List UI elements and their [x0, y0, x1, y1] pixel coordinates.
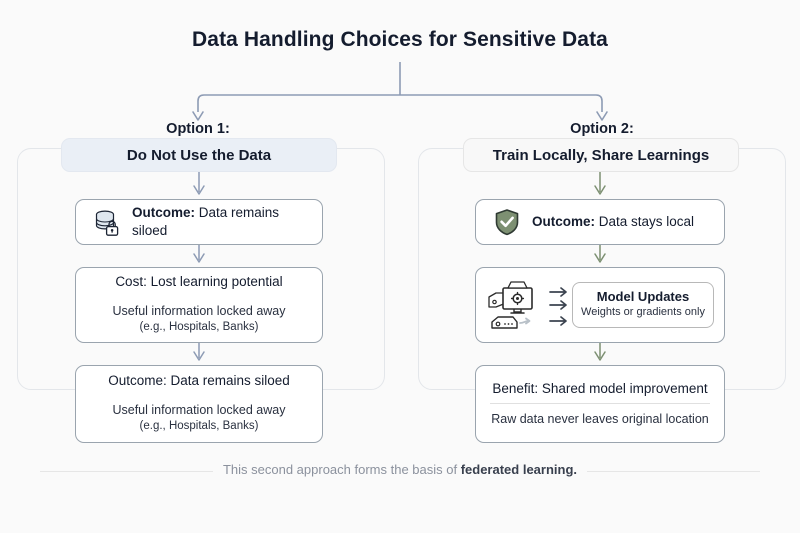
outcome2-detail-bold: Useful	[112, 403, 148, 418]
outcome-value-2: Data stays local	[595, 214, 695, 230]
footer-note: This second approach forms the basis of …	[0, 462, 800, 477]
footer-note-text: This second approach forms the basis of	[222, 462, 461, 477]
outcome-value-1: Data remains siloed	[132, 205, 280, 238]
outcome-label-2: Outcome:	[532, 214, 596, 230]
card-divider	[490, 402, 710, 404]
option-1-card-cost[interactable]: Cost: Lost learning potential Useful inf…	[75, 267, 323, 343]
model-updates-box[interactable]: Model Updates Weights or gradients only	[572, 281, 714, 329]
benefit-detail-bold: Raw data	[491, 411, 545, 426]
cost-value: Lost learning potential	[146, 274, 283, 290]
benefit-detail-rest: never leaves original location	[544, 411, 709, 426]
option-1-card-outcome-2[interactable]: Outcome: Data remains siloed Useful info…	[75, 365, 323, 443]
outcome2-examples: (e.g., Hospitals, Banks)	[139, 420, 259, 433]
benefit-detail: Raw data never leaves original location	[488, 411, 712, 428]
database-lock-icon	[90, 205, 124, 239]
outcome2-heading: Outcome: Data remains siloed	[88, 373, 310, 395]
shield-check-icon	[490, 205, 524, 239]
page-title: Data Handling Choices for Sensitive Data	[192, 28, 608, 51]
outcome2-detail: Useful information locked away	[88, 402, 310, 419]
model-updates-subtitle: Weights or gradients only	[581, 306, 705, 319]
cost-examples: (e.g., Hospitals, Banks)	[139, 321, 259, 334]
outcome-label-1: Outcome:	[132, 205, 196, 221]
option-2-card-outcome-text: Outcome: Data stays local	[532, 213, 710, 231]
option-2-heading[interactable]: Train Locally, Share Learnings	[463, 138, 739, 172]
option-1-card-outcome-text: Outcome: Data remains siloed	[132, 204, 308, 239]
option-1-heading[interactable]: Do Not Use the Data	[61, 138, 337, 172]
footer-note-emphasis: federated learning.	[460, 462, 578, 477]
outcome2-label: Outcome:	[108, 373, 167, 389]
cost-heading: Cost: Lost learning potential	[88, 274, 310, 296]
option-2-label: Option 2:	[570, 121, 634, 137]
option-1-card-outcome[interactable]: Outcome: Data remains siloed	[75, 199, 323, 245]
outcome2-value: Data remains siloed	[166, 373, 290, 389]
outcome2-detail-rest: information locked away	[147, 403, 286, 418]
benefit-heading: Benefit: Shared model improvement	[488, 381, 712, 403]
option-1-label: Option 1:	[166, 121, 230, 137]
option-2-card-benefit[interactable]: Benefit: Shared model improvement Raw da…	[475, 365, 725, 443]
cost-detail: Useful information locked away	[112, 304, 286, 319]
option-2-heading-text: Train Locally, Share Learnings	[492, 146, 710, 164]
benefit-label: Benefit:	[492, 380, 539, 396]
option-2-card-outcome[interactable]: Outcome: Data stays local	[475, 199, 725, 245]
option-2-card-model-updates[interactable]: Model Updates Weights or gradients only	[475, 267, 725, 343]
devices-icon	[486, 277, 548, 333]
transfer-arrows-icon	[548, 277, 572, 333]
benefit-value: Shared model improvement	[538, 380, 708, 396]
option-1-heading-text: Do Not Use the Data	[126, 146, 272, 164]
model-updates-title: Model Updates	[596, 288, 690, 304]
cost-label: Cost:	[115, 274, 147, 290]
